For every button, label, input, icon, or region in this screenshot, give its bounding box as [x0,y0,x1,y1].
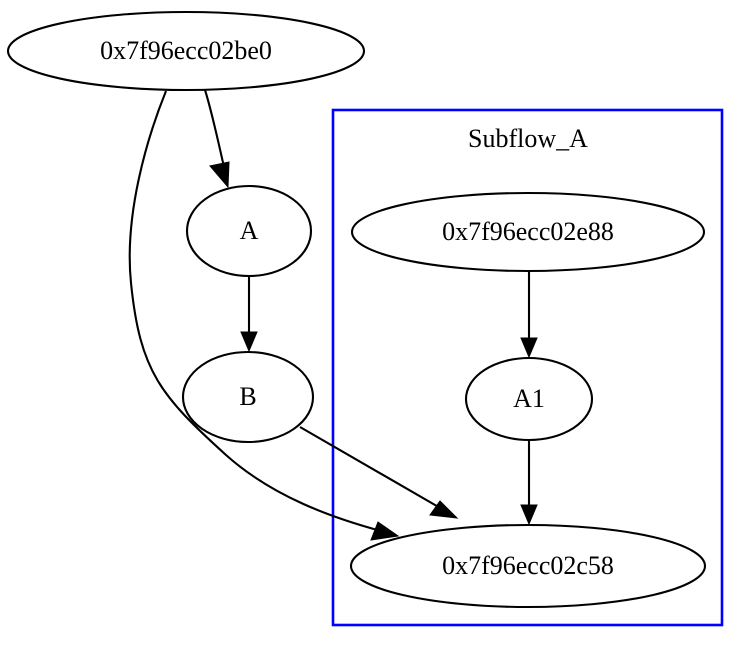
node-a1[interactable]: A1 [464,356,594,442]
edge-a-to-b[interactable] [240,277,258,353]
node-b-label: B [239,382,256,411]
edge-b-to-sub-tail-path [299,426,443,510]
arrowhead-a1-to-sub-tail [520,504,538,526]
node-sub-tail-label: 0x7f96ecc02c58 [442,551,614,580]
node-a-label: A [240,216,259,245]
node-sub-head-label: 0x7f96ecc02e88 [442,217,614,246]
edge-root-to-sub-tail[interactable] [128,90,400,541]
arrowhead-root-to-sub-tail [370,521,400,541]
node-sub-tail-ellipse[interactable] [349,523,707,609]
arrowhead-sub-head-to-a1 [520,337,538,359]
node-b-ellipse[interactable] [181,350,315,444]
arrowhead-root-to-a [209,161,230,189]
arrowhead-a-to-b [240,331,258,353]
node-root-label: 0x7f96ecc02be0 [100,36,272,65]
node-a1-ellipse[interactable] [464,356,594,442]
node-sub-head[interactable]: 0x7f96ecc02e88 [350,191,706,273]
cluster-border-rect[interactable] [331,108,724,627]
cluster-subflow-a[interactable]: Subflow_A [331,108,724,627]
node-sub-head-ellipse[interactable] [350,191,706,273]
edge-a1-to-sub-tail[interactable] [520,441,538,526]
node-a[interactable]: A [185,184,313,278]
edge-root-to-a[interactable] [203,89,230,189]
edge-b-to-sub-tail[interactable] [299,426,459,519]
node-root-ellipse[interactable] [6,10,366,92]
edge-root-to-sub-tail-path [128,90,382,533]
node-root[interactable]: 0x7f96ecc02be0 [6,10,366,92]
node-a1-label: A1 [513,384,545,413]
node-sub-tail[interactable]: 0x7f96ecc02c58 [349,523,707,609]
cluster-label: Subflow_A [468,124,588,153]
arrowhead-b-to-sub-tail [429,500,459,519]
edge-sub-head-to-a1[interactable] [520,272,538,359]
node-b[interactable]: B [181,350,315,444]
node-a-ellipse[interactable] [185,184,313,278]
